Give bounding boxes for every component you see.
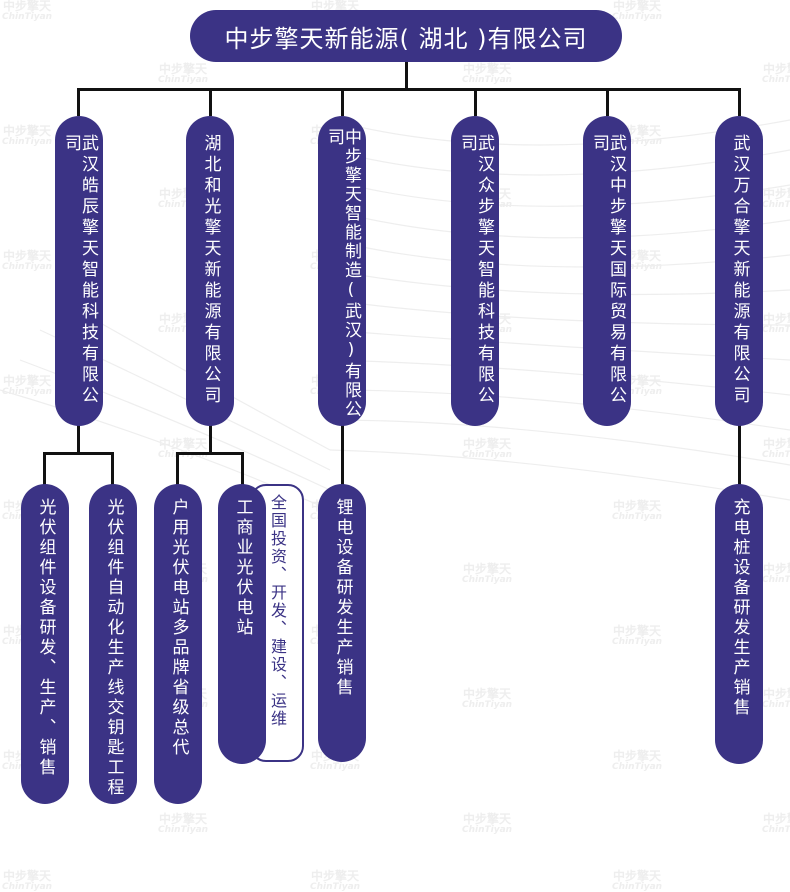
connector-line [241,452,244,485]
connector-line [209,425,212,453]
business-node: 充电桩设备研发生产销售 [715,484,763,764]
connector-line [341,425,344,485]
connector-line [738,88,741,116]
connector-line [43,452,114,455]
note-label: 全国投资、开发、建设、运维 [268,494,287,728]
company-node: 中步擎天智能制造(武汉)有限公司 [318,116,366,426]
business-node: 光伏组件自动化生产线交钥匙工程 [89,484,137,804]
connector-line [77,88,80,116]
company-label: 湖北和光擎天新能源有限公司 [200,134,221,407]
connector-line [111,452,114,485]
connector-line [77,88,741,91]
company-node: 湖北和光擎天新能源有限公司 [186,116,234,426]
company-label: 武汉中步擎天国际贸易有限公司 [589,134,626,407]
connector-line [43,452,46,485]
company-node: 武汉中步擎天国际贸易有限公司 [583,116,631,426]
connector-line [341,88,344,116]
company-label: 武汉万合擎天新能源有限公司 [729,134,750,407]
root-company: 中步擎天新能源( 湖北 )有限公司 [190,10,622,62]
business-node: 工商业光伏电站 [218,484,266,764]
company-node: 武汉万合擎天新能源有限公司 [715,116,763,426]
company-label: 武汉皓辰擎天智能科技有限公司 [61,134,98,407]
business-label: 光伏组件设备研发、生产、销售 [35,498,56,778]
connector-line [209,88,212,116]
connector-line [474,88,477,116]
business-label: 光伏组件自动化生产线交钥匙工程 [103,498,124,798]
business-label: 工商业光伏电站 [232,498,253,638]
business-node: 户用光伏电站多品牌省级总代 [154,484,202,804]
connector-line [77,425,80,453]
connector-line [738,425,741,485]
connector-line [606,88,609,116]
connector-line [176,452,244,455]
company-label: 武汉众步擎天智能科技有限公司 [457,134,494,407]
business-node: 锂电设备研发生产销售 [318,484,366,762]
business-label: 充电桩设备研发生产销售 [729,498,750,718]
business-label: 锂电设备研发生产销售 [332,498,353,698]
company-node: 武汉众步擎天智能科技有限公司 [451,116,499,426]
connector-line [176,452,179,485]
company-label: 中步擎天智能制造(武汉)有限公司 [324,128,361,419]
business-label: 户用光伏电站多品牌省级总代 [168,498,189,758]
business-node: 光伏组件设备研发、生产、销售 [21,484,69,804]
company-node: 武汉皓辰擎天智能科技有限公司 [55,116,103,426]
root-company-label: 中步擎天新能源( 湖北 )有限公司 [224,24,588,53]
connector-line [405,62,408,89]
